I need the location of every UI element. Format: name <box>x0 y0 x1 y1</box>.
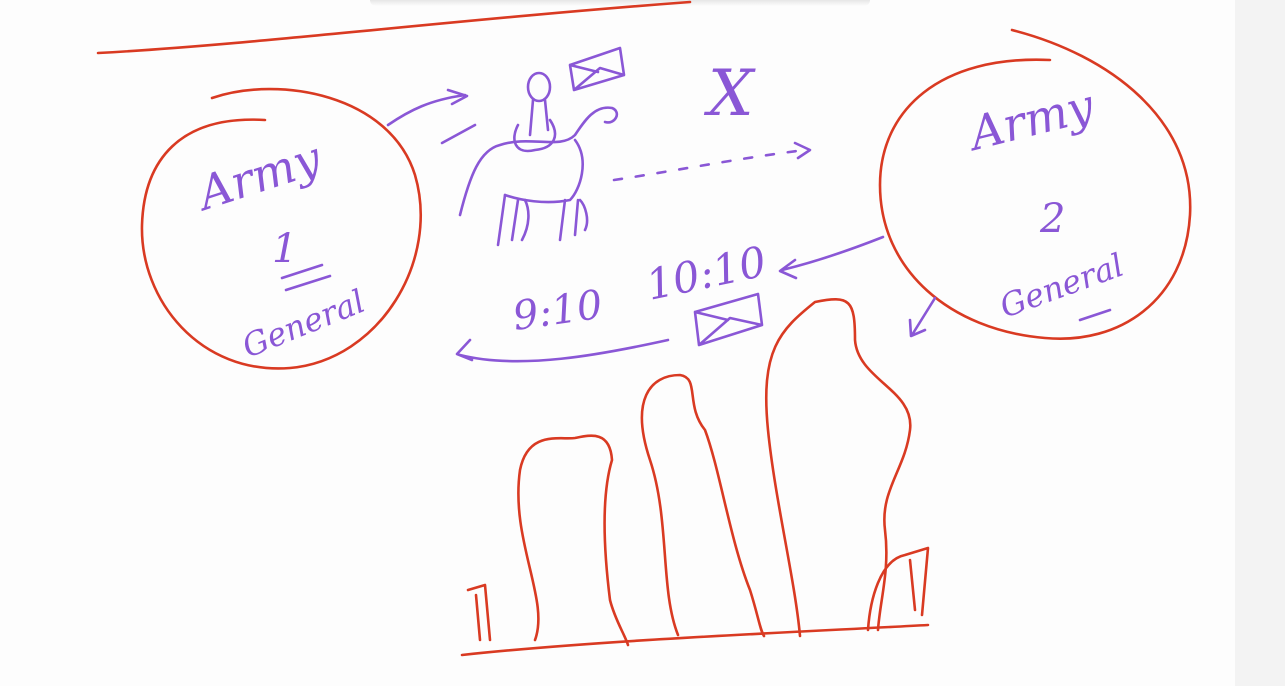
top-line <box>96 0 692 55</box>
army-1-number: 1 <box>272 226 297 272</box>
post-left <box>466 583 492 642</box>
hill-2 <box>640 373 766 638</box>
post-right <box>866 546 930 632</box>
time-label-1: 10:10 <box>642 237 771 310</box>
arrow-down-left <box>908 296 937 338</box>
army-2-role: General <box>995 246 1129 326</box>
arrow-to-rider <box>386 88 469 127</box>
ground-line <box>460 623 930 657</box>
dotted-arrow <box>612 148 807 182</box>
army-1-underline <box>280 263 332 292</box>
army-1-role: General <box>237 282 371 365</box>
envelope-icon-bottom <box>693 292 764 347</box>
army-1-title: Army <box>188 130 328 221</box>
arrow-to-army-1 <box>455 338 670 363</box>
envelope-icon-top <box>568 46 626 92</box>
army-2-title: Army <box>961 78 1100 162</box>
army-2-group: Army 2 General <box>878 28 1192 341</box>
army-1-group: Army 1 General <box>140 87 422 370</box>
arrow-from-army-2 <box>778 235 885 280</box>
dotted-arrow-head <box>793 141 812 160</box>
hill-1 <box>517 434 630 647</box>
camel-rider-sketch <box>458 71 619 247</box>
top-toolbar-shadow <box>370 0 870 6</box>
army-1-circle <box>140 87 422 370</box>
drawing-layer: Army 1 General Army 2 General X 10:10 9:… <box>96 0 1192 657</box>
time-label-2: 9:10 <box>510 282 605 340</box>
right-gutter <box>1235 0 1285 686</box>
short-dash <box>440 123 477 145</box>
army-2-underline <box>1078 308 1112 322</box>
hill-3 <box>764 298 912 638</box>
army-2-number: 2 <box>1039 196 1065 242</box>
top-mark: X <box>703 57 756 131</box>
hill-sketch <box>460 298 930 657</box>
army-2-circle <box>878 28 1192 341</box>
